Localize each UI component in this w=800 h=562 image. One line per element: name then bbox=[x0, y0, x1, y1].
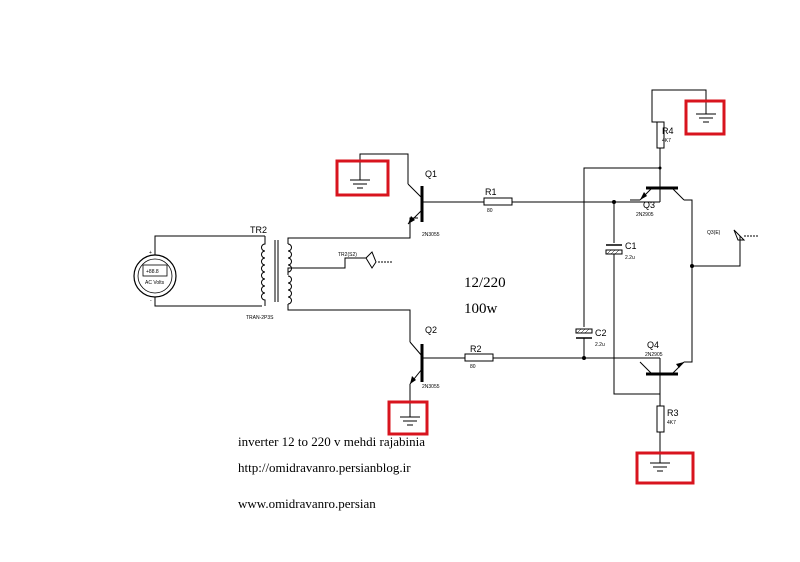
transformer-tr2[interactable]: TR2 TRAN-2P3S bbox=[246, 225, 292, 321]
ground-highlight-box bbox=[387, 400, 429, 436]
c1-label: C1 bbox=[625, 241, 637, 251]
r2-label: R2 bbox=[470, 344, 482, 354]
capacitor-c1[interactable]: C1 2.2u bbox=[605, 241, 637, 261]
resistor-r1[interactable]: R1 80 bbox=[483, 187, 513, 214]
r4-label: R4 bbox=[662, 126, 674, 136]
tr2-probe[interactable]: TR2(S2) bbox=[338, 251, 392, 269]
r3-value: 4K7 bbox=[667, 420, 676, 426]
voltmeter-unit: AC Volts bbox=[145, 280, 165, 286]
ground-r4 bbox=[684, 99, 726, 136]
q1-label: Q1 bbox=[425, 169, 437, 179]
capacitor-c2[interactable]: C2 2.2u bbox=[575, 328, 607, 348]
q3-part: 2N2905 bbox=[636, 212, 654, 218]
transistor-q2[interactable]: Q2 2N3055 bbox=[409, 325, 440, 390]
resistor-r4[interactable]: R4 4K7 bbox=[656, 121, 674, 149]
resistor-r3[interactable]: R3 4K7 bbox=[656, 405, 679, 433]
q4-label: Q4 bbox=[647, 340, 659, 350]
voltmeter-reading: +88.8 bbox=[146, 269, 159, 275]
transistor-q4[interactable]: Q4 2N2905 bbox=[639, 340, 685, 376]
c2-label: C2 bbox=[595, 328, 607, 338]
ground-q1 bbox=[335, 159, 390, 197]
caption-website: www.omidravanro.persian bbox=[238, 496, 376, 511]
r1-value: 80 bbox=[487, 208, 493, 214]
caption-title: inverter 12 to 220 v mehdi rajabinia bbox=[238, 434, 425, 449]
power-note: 100w bbox=[464, 301, 498, 317]
transistor-q1[interactable]: Q1 2N3055 bbox=[407, 169, 440, 238]
ground-r3 bbox=[635, 451, 695, 485]
tr2-part: TRAN-2P3S bbox=[246, 315, 274, 321]
ground-q2 bbox=[387, 400, 429, 436]
q1-part: 2N3055 bbox=[422, 232, 440, 238]
tr2-probe-label: TR2(S2) bbox=[338, 252, 357, 258]
q2-label: Q2 bbox=[425, 325, 437, 335]
tr2-label: TR2 bbox=[250, 225, 267, 235]
r1-label: R1 bbox=[485, 187, 497, 197]
q3-probe[interactable]: Q3(E) bbox=[707, 229, 758, 241]
q3-probe-label: Q3(E) bbox=[707, 230, 721, 236]
voltage-ratio-note: 12/220 bbox=[464, 275, 506, 291]
ac-voltmeter[interactable]: +88.8 AC Volts + - bbox=[133, 250, 177, 304]
resistor-r2[interactable]: R2 80 bbox=[464, 344, 494, 370]
ground-highlight-box bbox=[635, 451, 695, 485]
q3-label: Q3 bbox=[643, 200, 655, 210]
q2-part: 2N3055 bbox=[422, 384, 440, 390]
r4-value: 4K7 bbox=[662, 138, 671, 144]
voltmeter-plus: + bbox=[149, 250, 152, 256]
ground-highlight-box bbox=[335, 159, 390, 197]
c1-value: 2.2u bbox=[625, 255, 635, 261]
c2-value: 2.2u bbox=[595, 342, 605, 348]
q4-part: 2N2905 bbox=[645, 352, 663, 358]
transistor-q3[interactable]: Q3 2N2905 bbox=[636, 186, 685, 218]
voltmeter-minus: - bbox=[150, 298, 152, 304]
r3-label: R3 bbox=[667, 408, 679, 418]
ground-highlight-box bbox=[684, 99, 726, 136]
r2-value: 80 bbox=[470, 364, 476, 370]
caption-url: http://omidravanro.persianblog.ir bbox=[238, 460, 411, 475]
